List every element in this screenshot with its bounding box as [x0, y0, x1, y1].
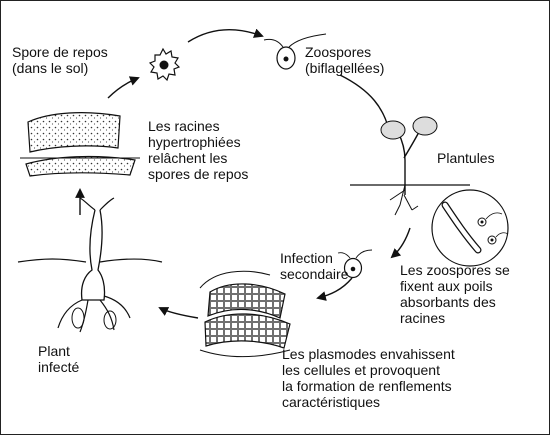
hypertrophied-roots-icon [20, 113, 140, 176]
label-spore-repos: Spore de repos (dans le sol) [12, 44, 108, 76]
root-hair-inset-icon [432, 190, 508, 266]
infected-plant-icon [18, 198, 162, 332]
resting-spore-icon [150, 49, 179, 80]
arrow-to-attachment [392, 228, 410, 257]
label-plantules: Plantules [437, 150, 495, 166]
label-zoospores-fixent: Les zoospores se fixent aux poils absorb… [400, 262, 510, 326]
label-plant-infecte: Plant infecté [38, 343, 79, 375]
label-zoospores: Zoospores (biflagellées) [305, 44, 384, 76]
plasmodia-cells-icon [200, 271, 290, 357]
label-racines-hypertrophiees: Les racines hypertrophiées relâchent les… [148, 118, 248, 182]
arrow-plasmodes-to-plant [160, 308, 198, 318]
label-infection-secondaire: Infection secondaire [280, 250, 349, 282]
arrow-spore-to-zoospore [188, 30, 262, 42]
arrow-roots-to-spore [108, 78, 138, 98]
label-plasmodes: Les plasmodes envahissent les cellules e… [282, 346, 455, 410]
